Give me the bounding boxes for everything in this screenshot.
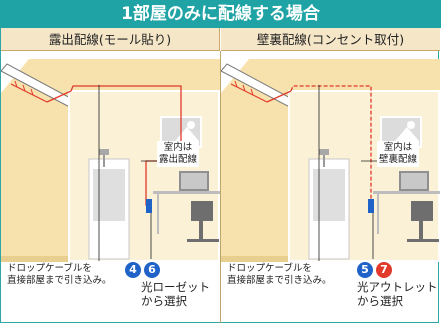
office-chair-icon — [187, 201, 219, 242]
diagram-title: 1部屋のみに配線する場合 — [0, 0, 441, 28]
left-room-label: 室内は 露出配線 — [157, 141, 200, 167]
door-window — [313, 169, 345, 221]
entry-cable — [266, 90, 292, 103]
right-panel-title: 壁裏配線(コンセント取付) — [221, 28, 440, 51]
left-panel-title: 露出配線(モール貼り) — [1, 28, 220, 51]
desk-icon — [373, 191, 440, 234]
drop-cable-icon — [230, 80, 268, 103]
rosette-icon — [146, 199, 152, 213]
in-wall-cable — [290, 85, 372, 201]
right-drop-caption: ドロップケーブルを 直接部屋まで引き込み。 — [227, 263, 332, 286]
left-badge-4: 4 — [125, 262, 141, 278]
wall-lamp-icon — [319, 149, 329, 167]
left-badge-6: 6 — [144, 262, 160, 278]
right-badge-5: 5 — [357, 262, 373, 278]
office-chair-icon — [407, 201, 439, 242]
computer-icon — [399, 171, 429, 191]
left-selection-label: 光ローゼット から選択 — [141, 280, 210, 308]
right-badge-7: 7 — [376, 262, 392, 278]
door-window — [93, 169, 125, 221]
right-selection-label: 光アウトレット から選択 — [357, 280, 438, 308]
computer-icon — [179, 171, 209, 191]
wall-lamp-icon — [99, 149, 109, 167]
outlet-icon — [368, 199, 374, 213]
right-room-label: 室内は 壁裏配線 — [377, 141, 420, 167]
drop-cable-icon — [10, 80, 48, 103]
entry-cable — [46, 90, 72, 103]
right-panel: 室内は 壁裏配線 ドロップケーブルを 直接部屋まで引き込み。 5 7 光アウトレ… — [221, 51, 440, 323]
right-room-illustration — [221, 59, 440, 262]
left-panel: 室内は 露出配線 ドロップケーブルを 直接部屋まで引き込み。 4 6 光ローゼッ… — [1, 51, 220, 323]
left-drop-caption: ドロップケーブルを 直接部屋まで引き込み。 — [7, 263, 112, 286]
panel-divider — [220, 51, 221, 323]
desk-icon — [153, 191, 220, 234]
